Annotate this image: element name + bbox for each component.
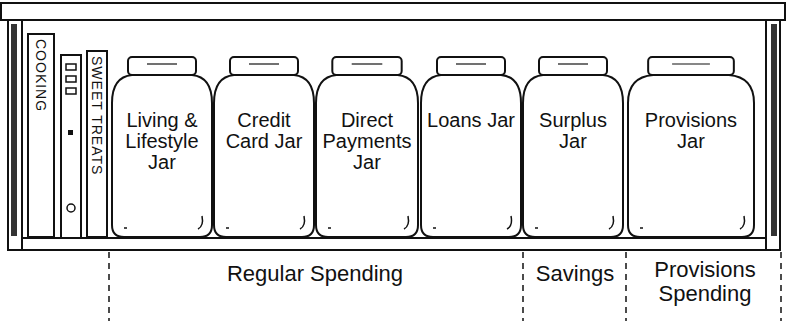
jar-box: Surplus Jar <box>523 55 623 238</box>
book-mark <box>68 130 73 135</box>
jar-label: Provisions Jar <box>632 110 750 152</box>
jar-label: Direct Payments Jar <box>320 110 414 173</box>
group-label: Provisions Spending <box>630 258 780 306</box>
book-mark <box>66 64 76 70</box>
jar-label: Living & Lifestyle Jar <box>116 110 208 173</box>
jar-highlight <box>328 227 331 229</box>
right-post <box>766 20 780 250</box>
jar-box: Living & Lifestyle Jar <box>112 55 212 238</box>
group-label: Regular Spending <box>120 262 510 286</box>
jar-highlight <box>640 227 643 229</box>
jar-box: Credit Card Jar <box>214 55 314 238</box>
jar-label: Surplus Jar <box>527 110 619 152</box>
lid-mark <box>672 63 710 64</box>
book-mark <box>66 76 76 82</box>
divider-line <box>780 252 782 321</box>
jar-highlight <box>535 227 538 229</box>
jar-highlight <box>300 216 305 229</box>
divider-line <box>522 252 524 321</box>
shelf-top-board <box>1 3 785 20</box>
lid-mark <box>249 63 279 64</box>
left-post-shade <box>11 24 17 236</box>
jar-body <box>316 75 418 237</box>
book-spine: COOKING <box>27 33 55 238</box>
lid-mark <box>456 63 486 64</box>
jar-body <box>112 75 212 237</box>
divider-line <box>625 252 627 321</box>
jar-highlight <box>507 216 512 229</box>
book-mark <box>66 88 76 94</box>
book-mark <box>67 204 75 212</box>
book-title: COOKING <box>34 39 48 112</box>
jar-highlight <box>433 227 436 229</box>
right-post-shade <box>771 24 777 236</box>
group-dividers <box>109 252 781 321</box>
jar-body <box>421 75 521 237</box>
lid-mark <box>352 63 383 64</box>
jar-highlight <box>609 216 614 229</box>
jar-body <box>628 75 754 237</box>
book-title: SWEET TREATS <box>90 56 104 175</box>
jar-lid <box>332 57 401 75</box>
lid-mark <box>147 63 177 64</box>
jar-label: Loans Jar <box>425 110 517 131</box>
jar-body <box>523 75 623 237</box>
jar-body <box>214 75 314 237</box>
jar-label: Credit Card Jar <box>218 110 310 152</box>
jar-lid <box>128 57 196 75</box>
jar-lid <box>230 57 298 75</box>
jar-highlight <box>740 216 745 229</box>
jar-lid <box>437 57 505 75</box>
jar-highlight <box>198 216 203 229</box>
jar-outline <box>421 55 521 238</box>
jar-box: Loans Jar <box>421 55 521 238</box>
jar-lid <box>648 57 734 75</box>
lid-mark <box>558 63 588 64</box>
left-post <box>8 20 22 250</box>
group-label: Savings <box>526 262 624 286</box>
plain-book <box>61 55 81 238</box>
jar-highlight <box>226 227 229 229</box>
book-spine: SWEET TREATS <box>86 50 108 238</box>
shelf-frame <box>8 20 780 250</box>
divider-line <box>108 252 110 321</box>
jar-highlight <box>124 227 127 229</box>
jar-box: Direct Payments Jar <box>316 55 418 238</box>
jar-lid <box>539 57 607 75</box>
jar-box: Provisions Jar <box>628 55 754 238</box>
jar-highlight <box>404 216 409 229</box>
